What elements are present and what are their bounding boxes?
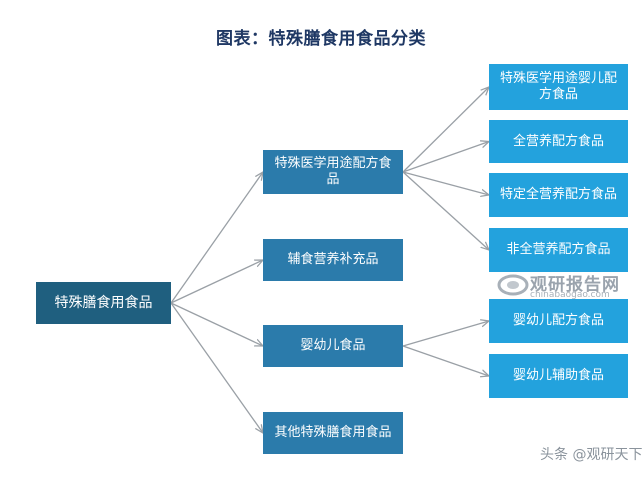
root-node: 特殊膳食用食品 [36,282,171,324]
watermark-logo-icon [497,274,529,296]
watermark-footer: 头条 @观研天下 [540,447,642,463]
connector-arrow [402,142,489,173]
subcategory-node: 婴幼儿辅助食品 [489,354,628,398]
connector-arrow [402,345,489,376]
connector-arrow [170,172,263,304]
subcategory-node: 婴幼儿配方食品 [489,299,628,343]
watermark-brand: 观研报告网 [530,275,620,295]
connector-arrow [402,321,489,347]
category-node: 特殊医学用途配方食品 [263,150,403,194]
subcategory-node: 非全营养配方食品 [489,228,628,272]
connector-arrow [170,302,263,433]
connector-arrow [402,171,489,195]
connector-arrow [402,171,489,250]
connector-arrow [170,260,263,304]
category-node: 其他特殊膳食用食品 [263,412,403,454]
connector-arrow [402,87,489,173]
diagram-title: 图表：特殊膳食用食品分类 [216,29,426,49]
watermark-url: chinabaogao.com [530,290,610,300]
subcategory-node: 全营养配方食品 [489,120,628,163]
connector-arrow [170,302,263,346]
category-node: 婴幼儿食品 [263,325,403,367]
subcategory-node: 特殊医学用途婴儿配方食品 [489,64,628,110]
subcategory-node: 特定全营养配方食品 [489,173,628,217]
category-node: 辅食营养补充品 [263,239,403,281]
